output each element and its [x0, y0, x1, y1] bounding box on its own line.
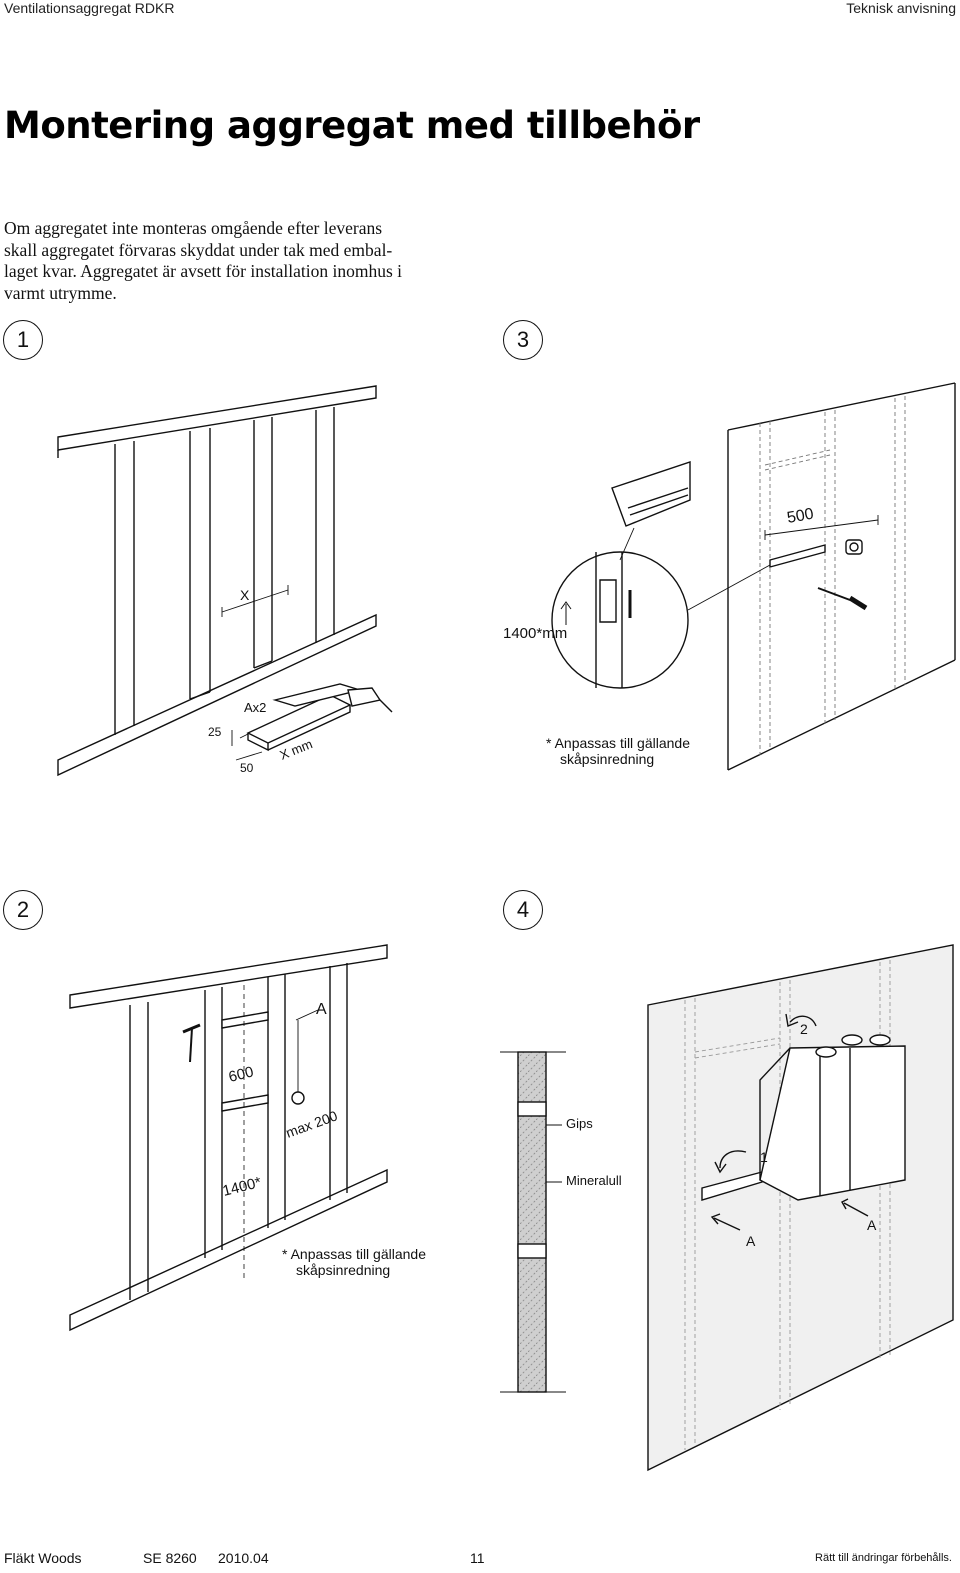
figure-3-wall-rail: [551, 382, 956, 771]
figure-4-wall-section: [500, 1051, 566, 1393]
fig1-x-label: X: [240, 587, 250, 603]
footer-rights: Rätt till ändringar förbehålls.: [815, 1552, 952, 1564]
fig3-note-line: * Anpassas till gällande: [546, 735, 690, 751]
intro-line: varmt utrymme.: [4, 282, 117, 303]
fig4-arrow-1: 1: [760, 1149, 768, 1165]
fig4-arrow-2: 2: [800, 1021, 808, 1037]
figure-4-unit-mounting: [647, 944, 954, 1472]
fig3-note-line: skåpsinredning: [560, 751, 655, 767]
fig2-max-label: max 200: [284, 1107, 340, 1140]
intro-line: laget kvar. Aggregatet är avsett för ins…: [4, 261, 403, 281]
step-number-3: 3: [503, 320, 543, 360]
fig3-height-label: 1400*mm: [503, 625, 567, 642]
fig4-label-a-right: A: [867, 1217, 877, 1233]
fig1-ax2-label: Ax2: [244, 700, 266, 715]
intro-paragraph: Om aggregatet inte monteras omgående eft…: [4, 218, 474, 304]
fig2-note-line: * Anpassas till gällande: [282, 1246, 426, 1262]
header-document-type: Teknisk anvisning: [846, 0, 956, 16]
fig2-dim-1400: 1400*: [221, 1174, 263, 1200]
fig4-mineralull-label: Mineralull: [566, 1173, 622, 1188]
fig1-dim-50: 50: [240, 761, 254, 775]
step-number-2: 2: [3, 890, 43, 930]
footer-page-number: 11: [470, 1550, 485, 1566]
figure-2-wall-rail-height: [69, 944, 388, 1332]
step-number-1: 1: [3, 320, 43, 360]
fig4-gips-label: Gips: [566, 1116, 593, 1131]
fig2-note-line: skåpsinredning: [296, 1262, 391, 1278]
fig1-xmm-label: X mm: [278, 736, 315, 763]
fig3-dim-500: 500: [786, 506, 815, 527]
fig1-dim-25: 25: [208, 725, 222, 739]
page-title: Montering aggregat med tillbehör: [4, 104, 700, 147]
intro-line: skall aggregatet förvaras skyddat under …: [4, 239, 393, 260]
header-document-name: Ventilationsaggregat RDKR: [4, 0, 175, 16]
fig3-note: * Anpassas till gällande skåpsinredning: [546, 735, 690, 767]
fig2-dim-600: 600: [227, 1063, 255, 1086]
step-number-4: 4: [503, 890, 543, 930]
footer-brand: Fläkt Woods: [4, 1550, 82, 1566]
footer-date: 2010.04: [218, 1550, 269, 1566]
fig2-label-a: A: [316, 1001, 327, 1018]
figure-1-stud-wall: [57, 385, 393, 777]
intro-line: Om aggregatet inte monteras omgående eft…: [4, 218, 383, 238]
fig4-label-a-left: A: [746, 1233, 756, 1249]
footer-doc-number: SE 8260: [143, 1550, 197, 1566]
fig2-note: * Anpassas till gällande skåpsinredning: [282, 1246, 426, 1278]
